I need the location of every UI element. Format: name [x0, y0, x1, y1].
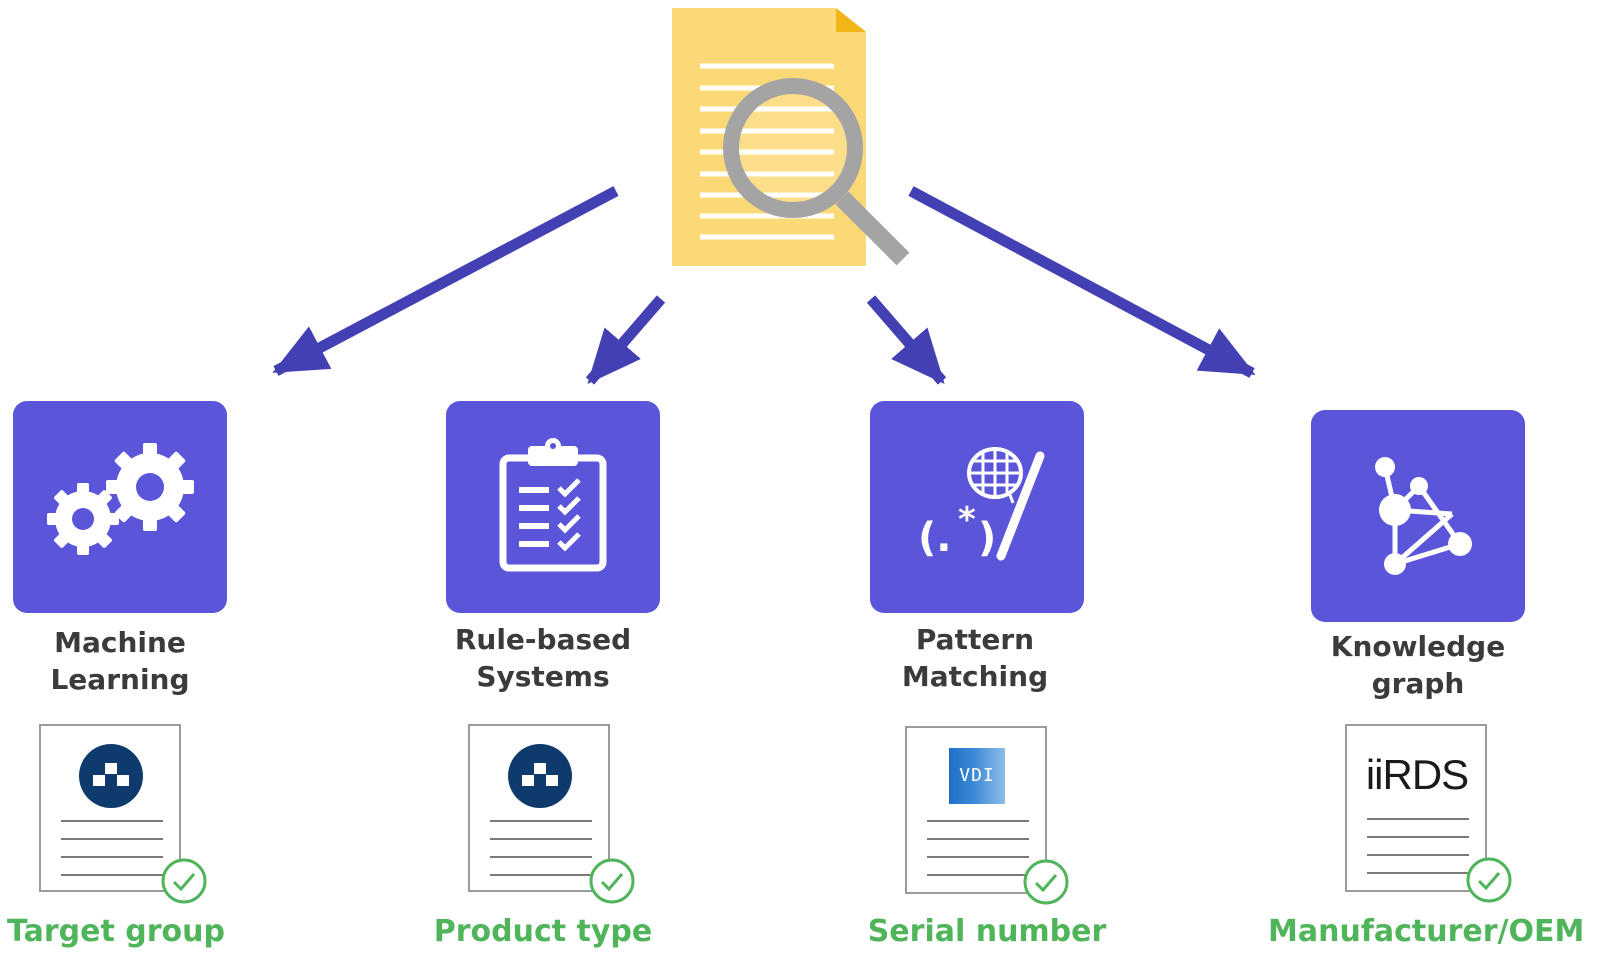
arrow-to-pattern-matching [866, 295, 947, 385]
circle-logo [508, 744, 572, 808]
method-label-rule-based: Rule-based Systems [454, 623, 632, 693]
check-circle-icon [1466, 857, 1512, 903]
svg-text:(.: (. [918, 515, 951, 561]
result-label-serial-number: Serial number [867, 914, 1107, 949]
clipboard-checklist-icon [499, 438, 607, 572]
check-circle-icon [161, 858, 207, 904]
machine-learning-tile [13, 401, 227, 613]
method-label-knowledge-graph: Knowledge graph [1330, 630, 1506, 700]
irds-logo: iiRDS [1365, 751, 1469, 798]
result-label-target-group: Target group [7, 914, 225, 949]
method-label-machine-learning: Machine Learning [50, 626, 190, 696]
result-label-product-type: Product type [433, 914, 653, 949]
regex-net-icon: (. * ) [918, 447, 1045, 561]
method-label-pattern-matching: Pattern Matching [901, 623, 1049, 693]
arrow-to-machine-learning [272, 186, 619, 376]
graph-network-icon [1375, 457, 1472, 575]
result-document [468, 724, 610, 892]
result-document [39, 724, 181, 892]
svg-text:*: * [958, 500, 976, 540]
gears-icon [47, 443, 194, 555]
rule-based-tile [446, 401, 660, 613]
check-circle-icon [589, 858, 635, 904]
check-circle-icon [1023, 859, 1069, 905]
arrow-to-knowledge-graph [908, 186, 1256, 378]
result-label-manufacturer: Manufacturer/OEM [1268, 914, 1585, 949]
knowledge-graph-tile [1311, 410, 1525, 622]
pattern-matching-tile: (. * ) [870, 401, 1084, 613]
result-document: VDI [905, 726, 1047, 894]
arrow-to-rule-based [585, 295, 666, 385]
result-document: iiRDS [1345, 724, 1487, 892]
circle-logo [79, 744, 143, 808]
document-search-icon [672, 8, 910, 266]
vdi-logo: VDI [949, 748, 1005, 804]
svg-text:): ) [978, 515, 996, 561]
